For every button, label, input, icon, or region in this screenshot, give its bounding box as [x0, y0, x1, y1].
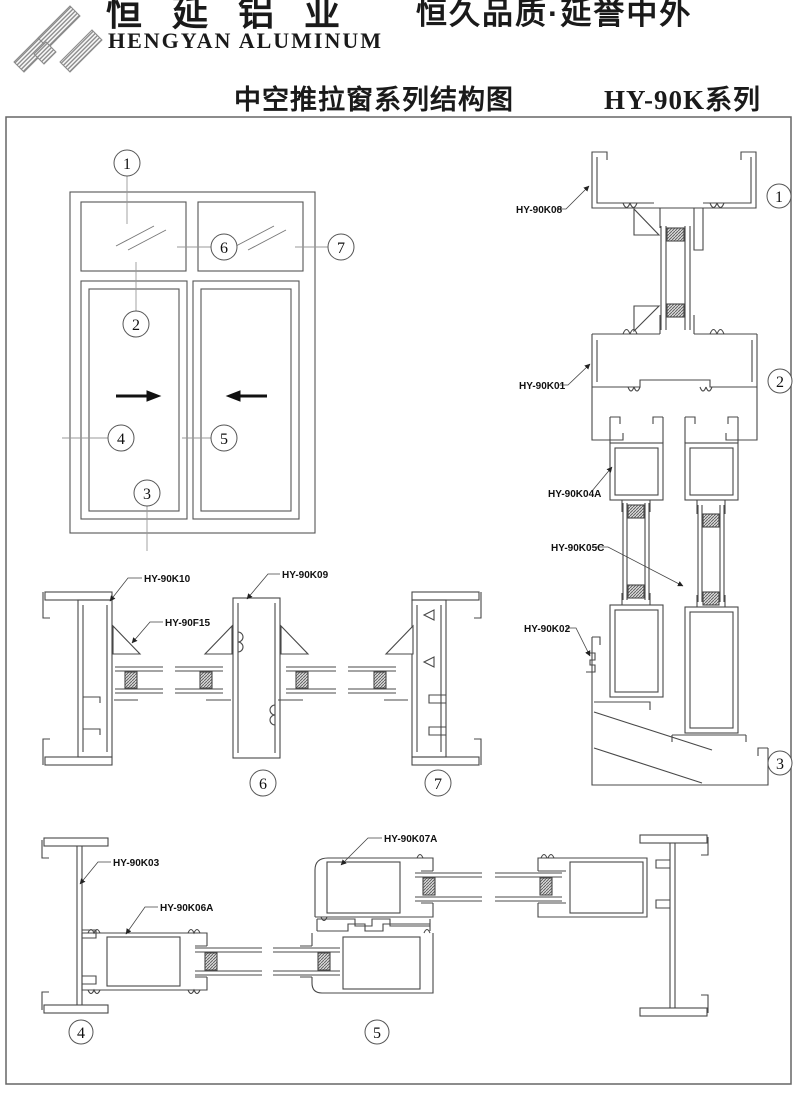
horizontal-sections-sash-band — [41, 834, 709, 1017]
brand-name-chinese: 恒延铝业 — [106, 0, 371, 33]
bottom-left-jamb-profile — [41, 837, 109, 1014]
elevation-callout-leaders — [62, 176, 328, 551]
section-callout-5 — [364, 1019, 390, 1045]
section-callout-6-number: 6 — [259, 776, 267, 793]
bottom-right-jamb-profile — [639, 834, 709, 1017]
callout-4-number: 4 — [117, 431, 125, 448]
section-callout-7-number: 7 — [434, 776, 442, 793]
section-callout-2 — [767, 368, 793, 394]
horizontal-sections-fixed-band — [42, 591, 482, 766]
left-jamb-profile — [42, 591, 142, 766]
callout-2 — [122, 310, 150, 338]
meeting-stile-upper — [314, 853, 434, 922]
callout-5 — [210, 424, 238, 452]
label-hy90k06a: HY-90K06A — [160, 903, 213, 914]
section-callout-5-number: 5 — [373, 1025, 381, 1042]
label-hy90k05c: HY-90K05C — [551, 543, 604, 554]
sill-profile — [586, 636, 769, 786]
callout-1-number: 1 — [123, 156, 131, 173]
drawing-frame — [5, 116, 792, 1085]
callout-5-number: 5 — [220, 431, 228, 448]
callout-7 — [327, 233, 355, 261]
label-hy90k02: HY-90K02 — [524, 624, 571, 635]
series-title: HY-90K系列 — [604, 85, 762, 115]
section-callouts: 1 2 3 6 7 4 5 — [68, 183, 793, 1045]
sash-profile-right — [537, 853, 648, 918]
callout-1 — [113, 149, 141, 177]
elevation-callouts: 1 2 3 4 5 6 7 — [107, 149, 355, 507]
slide-direction-arrows — [116, 390, 267, 402]
center-mullion-profile — [203, 597, 310, 759]
label-hy90k01: HY-90K01 — [519, 381, 566, 392]
company-logo-icon — [13, 5, 103, 73]
section-callout-3-number: 3 — [776, 756, 784, 773]
vertical-section-details — [586, 151, 769, 786]
fixed-glass-run-right — [278, 666, 408, 701]
part-labels: HY-90K08 HY-90K01 HY-90K04A HY-90K05C HY… — [79, 185, 684, 935]
sash-top-rails — [609, 416, 739, 501]
sash-glass-run-upper — [415, 872, 562, 902]
section-callout-4 — [68, 1019, 94, 1045]
section-callout-4-number: 4 — [77, 1025, 85, 1042]
meeting-stile-lower — [300, 928, 434, 994]
callout-6-number: 6 — [220, 240, 228, 257]
callout-4 — [107, 424, 135, 452]
section-callout-7 — [424, 769, 452, 797]
glass-pane-marks — [115, 225, 287, 251]
brand-name-english: HENGYAN ALUMINUM — [108, 28, 384, 53]
callout-7-number: 7 — [337, 240, 345, 257]
meeting-stile-interlock — [316, 918, 431, 932]
fixed-glass-run-left — [114, 666, 231, 701]
window-elevation — [69, 191, 316, 534]
head-frame-profile — [591, 151, 757, 251]
sash-glass-run-lower — [195, 947, 340, 976]
label-hy90k03: HY-90K03 — [113, 858, 160, 869]
label-hy90k07a: HY-90K07A — [384, 834, 437, 845]
sash-bottom-rails — [609, 604, 739, 734]
section-callout-2-number: 2 — [776, 374, 784, 391]
label-hy90k09: HY-90K09 — [282, 570, 329, 581]
callout-2-number: 2 — [132, 317, 140, 334]
section-callout-1-number: 1 — [775, 189, 783, 206]
label-hy90k08: HY-90K08 — [516, 205, 563, 216]
section-callout-6 — [249, 769, 277, 797]
right-jamb-profile — [384, 591, 482, 766]
callout-3 — [133, 479, 161, 507]
sash-profile-left — [81, 928, 208, 995]
fixed-glass-unit — [660, 226, 691, 330]
transom-profile — [591, 305, 758, 441]
label-hy90k04a: HY-90K04A — [548, 489, 601, 500]
callout-3-number: 3 — [143, 486, 151, 503]
brand-slogan: 恒久品质·延誉中外 — [416, 0, 693, 31]
label-hy90k10: HY-90K10 — [144, 574, 191, 585]
section-callout-3 — [767, 750, 793, 776]
sash-glass-units — [621, 500, 726, 607]
section-callout-1 — [766, 183, 792, 209]
callout-6 — [210, 233, 238, 261]
label-hy90f15: HY-90F15 — [165, 618, 210, 629]
page-title: 中空推拉窗系列结构图 — [234, 85, 514, 115]
